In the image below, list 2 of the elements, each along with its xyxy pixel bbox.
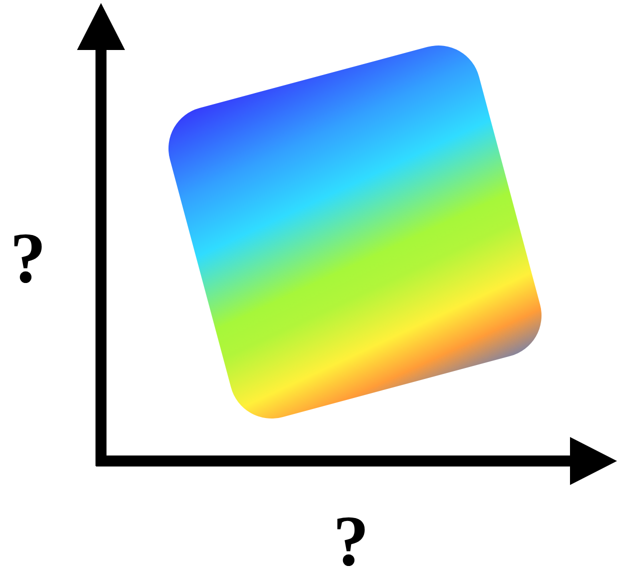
axis-label: ? — [10, 222, 46, 294]
axis-label: ? — [333, 505, 369, 577]
